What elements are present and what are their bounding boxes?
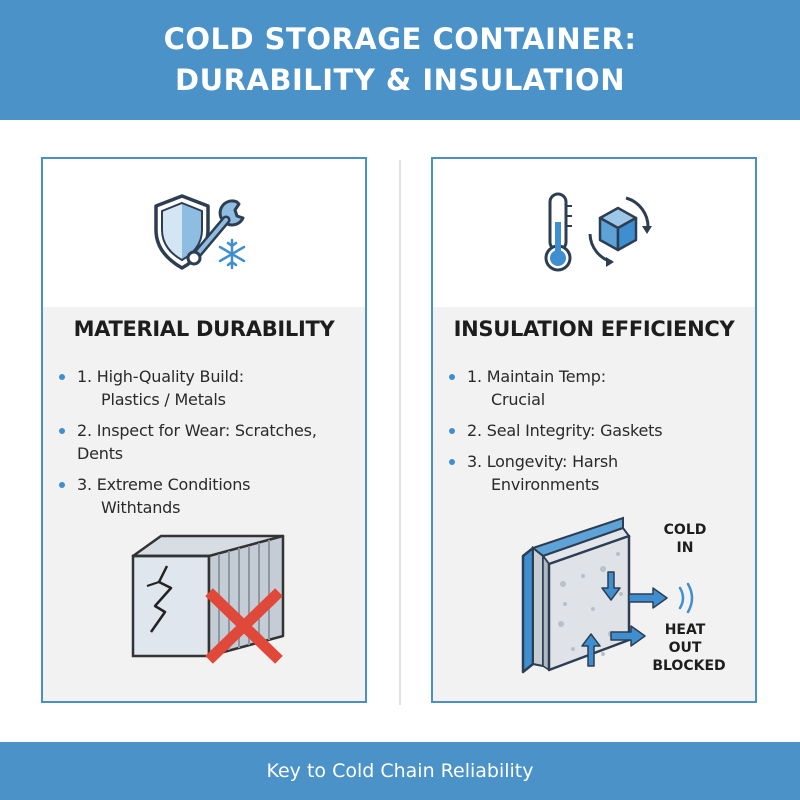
bullet-dot [59, 482, 65, 488]
container-box-icon [131, 534, 285, 658]
title-line-2: DURABILITY & INSULATION [175, 63, 625, 97]
snowflake-icon [218, 238, 246, 270]
insulation-panel: INSULATION EFFICIENCY 1. Maintain Temp: … [431, 157, 757, 703]
insulated-wall-icon [521, 516, 631, 674]
insulation-points: 1. Maintain Temp: Crucial 2. Seal Integr… [447, 365, 755, 504]
point-text: 2. Seal Integrity: Gaskets [467, 421, 663, 440]
cold-waves-icon [678, 582, 694, 614]
point-text: 3. Extreme Conditions [77, 475, 251, 494]
durability-heading: MATERIAL DURABILITY [73, 317, 335, 341]
point-text-continued: Plastics / Metals [101, 390, 226, 409]
durability-panel: MATERIAL DURABILITY 1. High-Quality Buil… [41, 157, 367, 703]
list-item: 1. High-Quality Build: Plastics / Metals [57, 365, 365, 411]
point-text: 3. Longevity: Harsh [467, 452, 618, 471]
list-item: 3. Extreme Conditions Withtands [57, 473, 365, 519]
arrow-right-icon [610, 625, 646, 647]
insulation-heading: INSULATION EFFICIENCY [453, 317, 735, 341]
bullet-dot [59, 428, 65, 434]
thermometer-icon [544, 192, 572, 272]
title-banner: COLD STORAGE CONTAINER: DURABILITY & INS… [0, 0, 800, 120]
list-item: 3. Longevity: Harsh Environments [447, 450, 755, 496]
bullet-dot [449, 374, 455, 380]
point-text-continued: Crucial [491, 390, 545, 409]
list-item: 1. Maintain Temp: Crucial [447, 365, 755, 411]
arrow-icons [581, 571, 668, 667]
point-text: 1. Maintain Temp: [467, 367, 606, 386]
durability-points: 1. High-Quality Build: Plastics / Metals… [57, 365, 365, 527]
list-item: 2. Seal Integrity: Gaskets [447, 419, 755, 442]
footer-banner: Key to Cold Chain Reliability [0, 742, 800, 800]
insulated-wall-illustration: COLD IN HEAT OUT BLOCKED [433, 514, 755, 699]
crack-icon [149, 565, 173, 633]
point-text-continued: Withtands [101, 498, 181, 517]
arrow-down-icon [601, 571, 621, 601]
bullet-dot [449, 428, 455, 434]
cross-mark-icon [205, 588, 283, 664]
cold-in-label-1: COLD [664, 522, 707, 538]
bullet-dot [449, 459, 455, 465]
heat-out-label-2: OUT [669, 640, 702, 656]
panel-divider [399, 160, 401, 705]
durability-icon-area [43, 159, 365, 307]
insulation-icon-group [544, 192, 652, 272]
title-line-1: COLD STORAGE CONTAINER: [163, 22, 637, 56]
list-item: 2. Inspect for Wear: Scratches, Dents [57, 419, 365, 465]
cube-cycle-icon [588, 196, 652, 267]
bullet-dot [59, 374, 65, 380]
heat-out-label-3: BLOCKED [652, 658, 725, 674]
durability-icon-group [154, 194, 246, 270]
damaged-container-illustration [43, 514, 365, 699]
arrow-up-icon [581, 633, 601, 667]
wrench-icon [186, 199, 245, 266]
point-text-continued: Environments [491, 475, 600, 494]
arrow-right-icon [628, 587, 668, 609]
point-text: 2. Inspect for Wear: Scratches, Dents [77, 421, 317, 463]
footer-tagline: Key to Cold Chain Reliability [266, 760, 534, 782]
point-text: 1. High-Quality Build: [77, 367, 244, 386]
insulation-icon-area [433, 159, 755, 307]
heat-out-label-1: HEAT [665, 622, 706, 638]
shield-icon [154, 194, 210, 270]
cold-in-label-2: IN [677, 540, 694, 556]
